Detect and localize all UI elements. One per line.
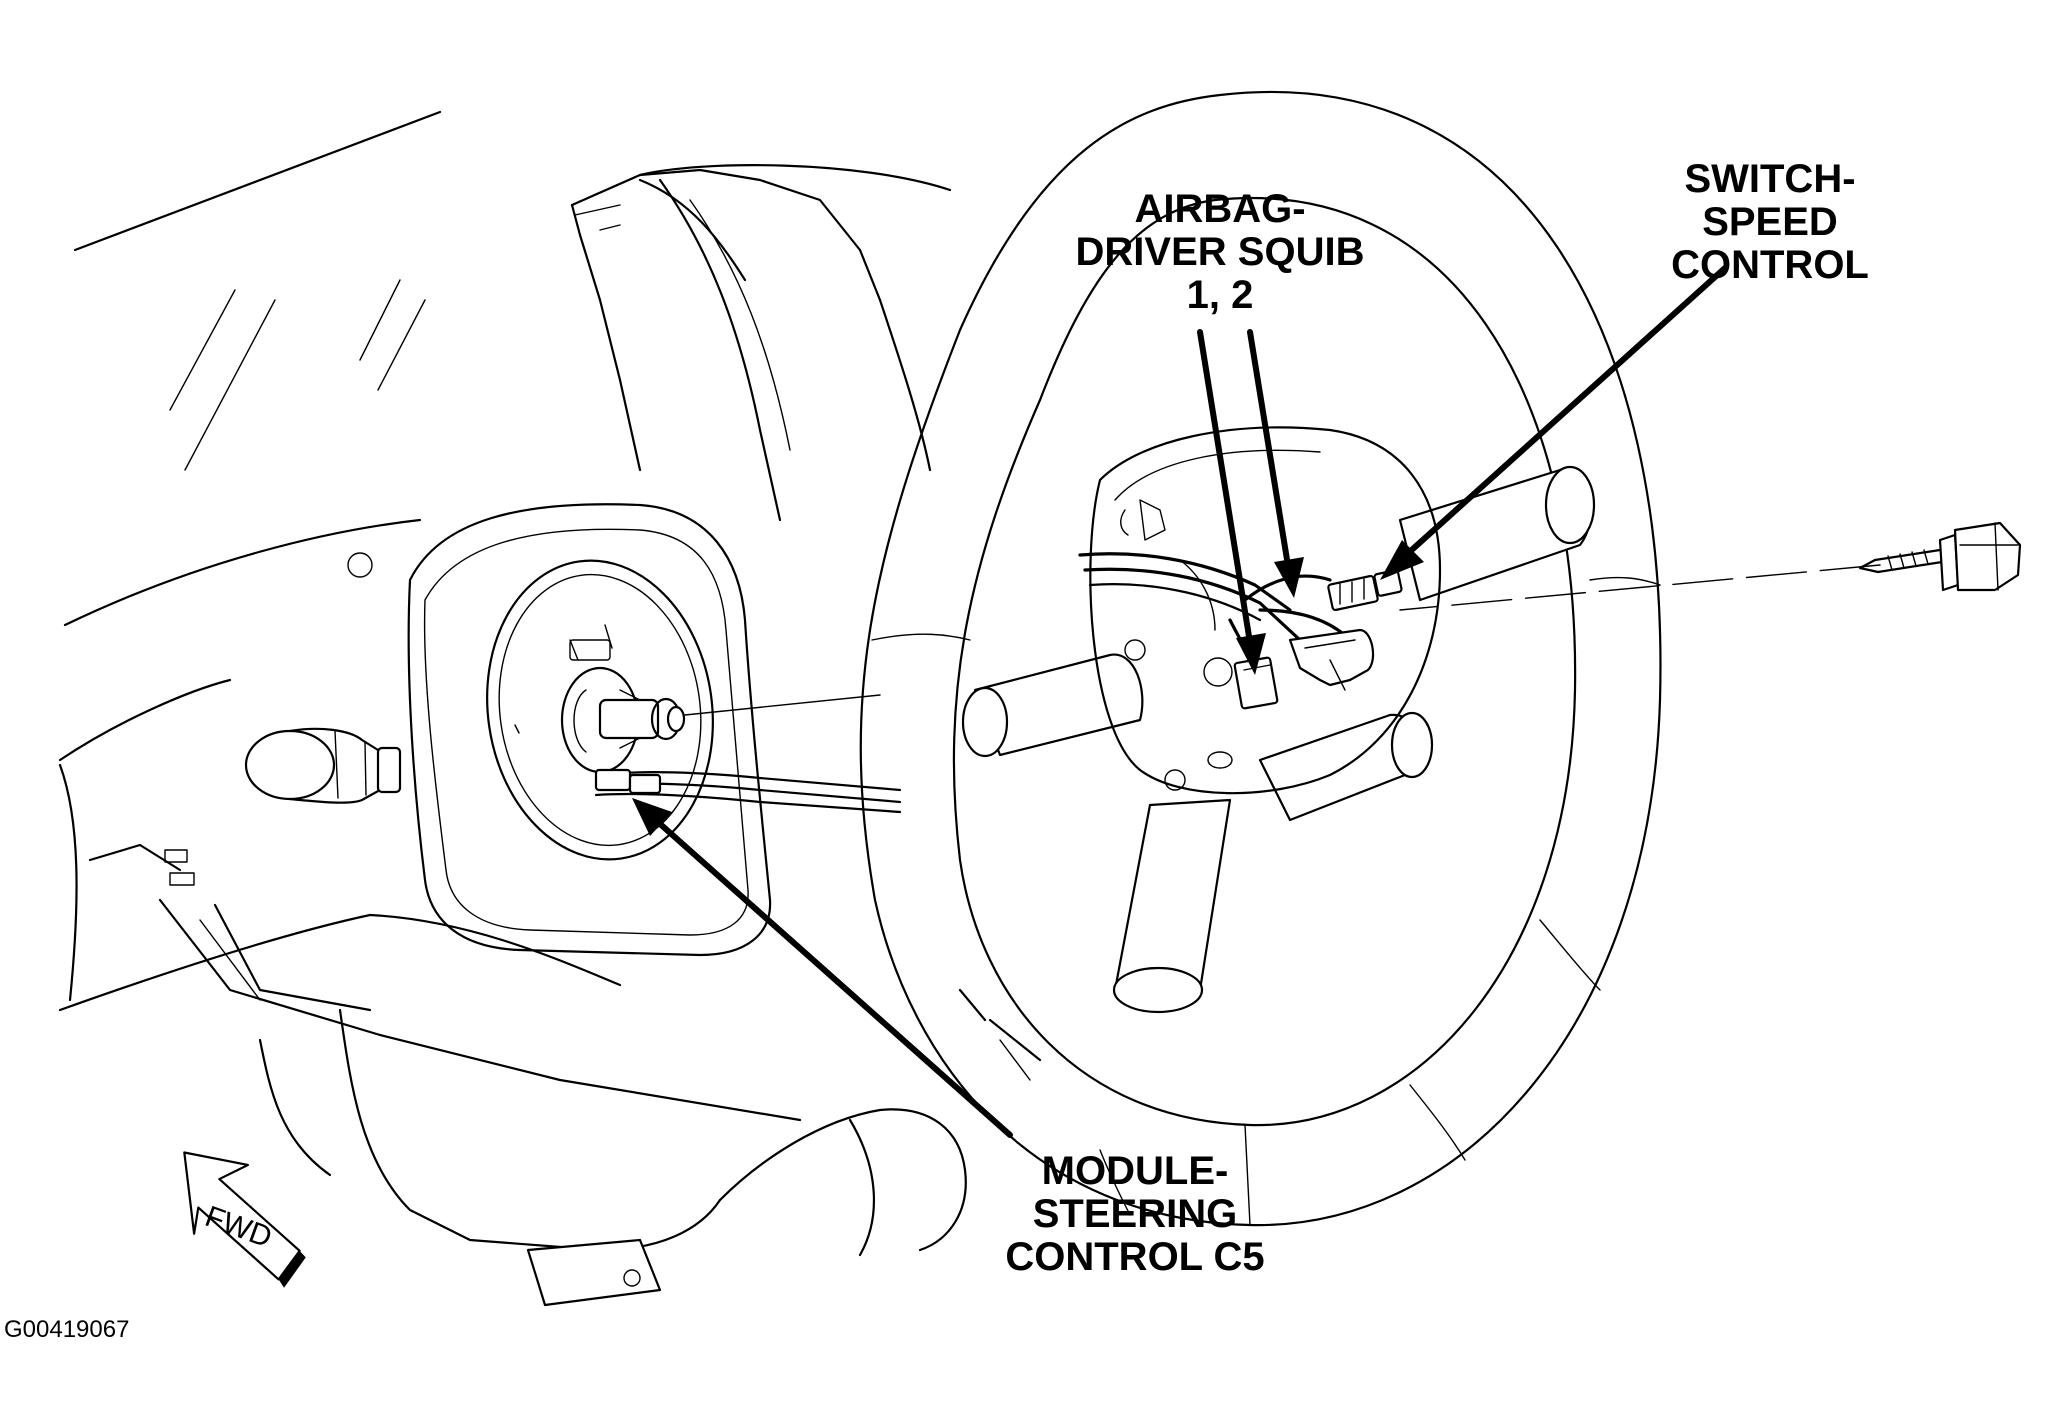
lower-column-cover — [338, 988, 1042, 1307]
clockspring-wires — [594, 768, 902, 814]
callout-airbag-driver-squib: AIRBAG- DRIVER SQUIB 1, 2 — [1075, 187, 1365, 317]
callout-leader-lines — [632, 265, 1728, 1138]
steering-shaft — [560, 639, 881, 774]
dash-panel — [58, 518, 802, 1177]
steering-wheel-spokes — [961, 465, 1596, 1014]
steering-wheel-hub — [1089, 426, 1442, 795]
instrument-panel-hood — [570, 164, 952, 522]
callout-switch-speed-control: SWITCH- SPEED CONTROL — [1671, 157, 1869, 287]
column-shroud — [347, 503, 772, 957]
speed-control-switch-connector — [1327, 569, 1403, 612]
callout-module-steering-control: MODULE- STEERING CONTROL C5 — [1005, 1149, 1265, 1279]
figure-id: G00419067 — [4, 1316, 130, 1343]
retaining-bolt — [1399, 521, 2022, 611]
forward-direction-arrow — [183, 1151, 306, 1288]
windshield-lines — [73, 110, 442, 471]
squib-connector-2 — [1288, 628, 1375, 691]
turn-signal-stalk — [244, 727, 402, 804]
steering-wheel-rim — [859, 90, 1662, 1227]
